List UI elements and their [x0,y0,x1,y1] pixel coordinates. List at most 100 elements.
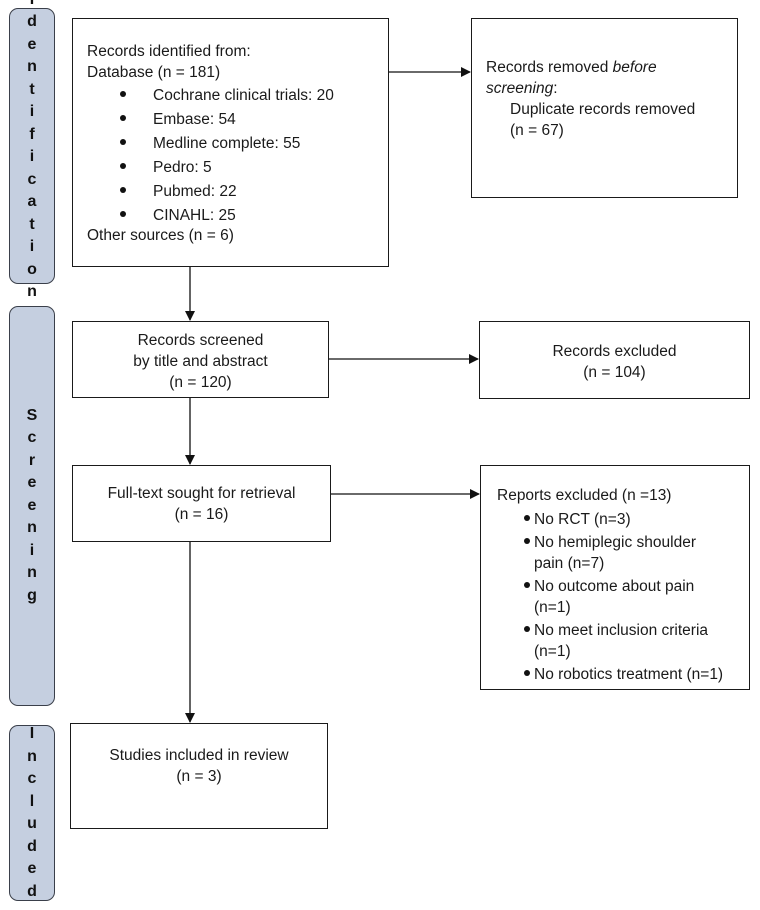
bullet-icon [120,91,126,97]
phase-letter: S [26,406,38,424]
source-item: Cochrane clinical trials: 20 [120,85,388,109]
source-item: CINAHL: 25 [120,205,388,225]
exclusion-reason-text: No RCT (n=3) [534,511,631,528]
bullet-icon [524,538,530,544]
phase-letter: e [27,35,37,53]
phase-letter: a [27,193,37,210]
exclusion-reason-text: (n=1) [534,599,571,616]
duplicates-detail: Duplicate records removed [510,101,696,118]
phase-identification: Identification [9,0,55,300]
phase-letter: n [27,283,37,300]
records-removed-heading: Records removed before [486,57,737,78]
source-item: Embase: 54 [120,109,388,133]
phase-letter: n [27,58,37,75]
phase-letter: f [29,125,35,143]
exclusion-reason-text: No hemiplegic shoulder [534,534,696,551]
other-sources-count: Other sources (n = 6) [87,227,234,244]
duplicates-count: (n = 67) [510,122,564,139]
reports-excluded-list: No RCT (n=3) No hemiplegic shoulder pain … [497,509,749,685]
exclusion-reason-text: No meet inclusion criteria [534,622,709,639]
phase-identification-label: Identification [27,0,37,304]
studies-included-label: Studies included in review [109,747,289,764]
phase-letter: i [29,148,35,165]
exclusion-reason-text: No outcome about pain [534,578,695,595]
source-item: Medline complete: 55 [120,133,388,157]
reports-excluded-box: Reports excluded (n =13) No RCT (n=3) No… [480,465,750,690]
bullet-icon [120,139,126,145]
source-label: Pedro: 5 [153,159,212,176]
phase-letter: t [29,215,35,233]
phase-letter: I [29,725,35,742]
bullet-icon [524,626,530,632]
source-label: Embase: 54 [153,111,236,128]
records-screened-label: Records screened [137,332,264,349]
phase-letter: g [27,586,37,604]
exclusion-reason: No robotics treatment (n=1) [524,664,749,685]
phase-letter: i [29,238,35,255]
bullet-icon [524,670,530,676]
source-label: Pubmed: 22 [153,183,237,200]
records-screened-count: (n = 120) [169,374,232,391]
phase-letter: i [29,103,35,120]
database-count: Database (n = 181) [87,64,221,81]
exclusion-reason: No meet inclusion criteria (n=1) [524,620,749,662]
phase-letter: c [27,429,37,447]
bullet-icon [524,515,530,521]
phase-letter: e [27,496,37,514]
bullet-icon [120,115,126,121]
database-source-list: Cochrane clinical trials: 20 Embase: 54 … [87,85,388,225]
phase-letter: o [27,260,37,278]
phase-letter: n [27,747,37,765]
records-removed-emphasis: before [612,59,657,76]
phase-letter: e [27,860,37,877]
exclusion-reason-text: No robotics treatment (n=1) [534,666,724,683]
source-label: CINAHL: 25 [153,207,236,224]
exclusion-reason: No RCT (n=3) [524,509,749,530]
phase-letter: n [27,564,37,582]
bullet-icon [524,582,530,588]
source-label: Cochrane clinical trials: 20 [153,87,334,104]
fulltext-count: (n = 16) [174,506,229,523]
records-identified-box: Records identified from: Database (n = 1… [72,18,389,267]
phase-letter: e [27,474,37,492]
records-screened-box: Records screened by title and abstract (… [72,321,329,398]
phase-letter: i [29,541,35,559]
phase-letter: u [27,815,37,832]
phase-letter: t [29,80,35,98]
records-excluded-count: (n = 104) [583,364,646,381]
records-excluded-label: Records excluded [552,343,677,360]
bullet-icon [120,163,126,169]
phase-letter: l [29,792,35,810]
reports-excluded-heading: Reports excluded (n =13) [497,487,672,504]
phase-letter: d [27,13,37,30]
bullet-icon [120,187,126,193]
records-removed-emphasis-cont: screening: [486,80,558,97]
source-item: Pedro: 5 [120,157,388,181]
records-identified-heading: Records identified from: [87,43,251,60]
bullet-icon [120,211,126,217]
source-item: Pubmed: 22 [120,181,388,205]
records-screened-method: by title and abstract [133,353,268,370]
fulltext-box: Full-text sought for retrieval (n = 16) [72,465,331,542]
records-excluded-box: Records excluded (n = 104) [479,321,750,399]
exclusion-reason: No hemiplegic shoulder pain (n=7) [524,532,749,574]
phase-letter: c [27,770,37,787]
studies-included-count: (n = 3) [176,768,222,785]
phase-letter: r [28,451,36,469]
records-removed-box: Records removed before screening: Duplic… [471,18,738,198]
phase-letter: d [27,837,37,855]
studies-included-box: Studies included in review (n = 3) [70,723,328,829]
phase-letter: c [27,170,37,188]
phase-letter: n [27,519,37,537]
source-label: Medline complete: 55 [153,135,301,152]
colon: : [553,80,558,97]
fulltext-label: Full-text sought for retrieval [107,485,296,502]
exclusion-reason: No outcome about pain (n=1) [524,576,749,618]
records-removed-lead: Records removed [486,59,613,76]
phase-letter: I [27,0,37,11]
exclusion-reason-text: pain (n=7) [534,555,605,572]
exclusion-reason-text: (n=1) [534,643,571,660]
